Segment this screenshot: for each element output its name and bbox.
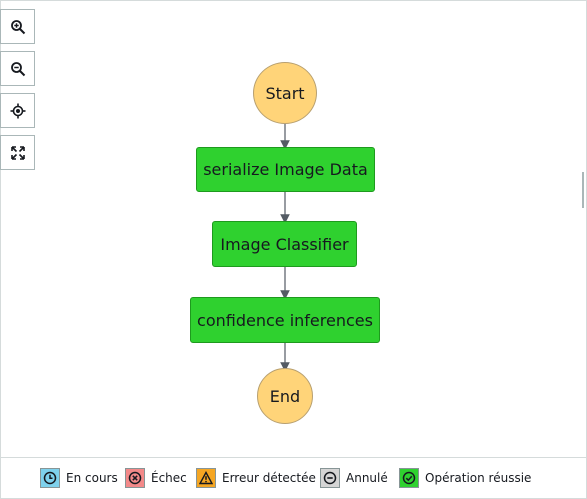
legend-swatch: [40, 468, 60, 488]
legend-item-cancelled: Annulé: [320, 466, 388, 490]
state-confidence-inferences[interactable]: confidence inferences: [190, 297, 380, 343]
legend-label: Échec: [151, 471, 187, 485]
legend-swatch: [399, 468, 419, 488]
state-image-classifier[interactable]: Image Classifier: [212, 221, 357, 267]
legend-swatch: [320, 468, 340, 488]
legend-item-in-progress: En cours: [40, 466, 118, 490]
zoom-in-icon: [10, 19, 25, 34]
panel-resize-handle[interactable]: [582, 172, 584, 208]
fit-graph-button[interactable]: [0, 135, 35, 170]
legend-swatch: [196, 468, 216, 488]
graph-edges: [280, 124, 290, 372]
legend-swatch: [125, 468, 145, 488]
clock-icon: [43, 471, 57, 485]
crosshair-icon: [10, 103, 25, 118]
legend-item-caught-error: Erreur détectée: [196, 466, 316, 490]
legend-label: Erreur détectée: [222, 471, 316, 485]
center-graph-button[interactable]: [0, 93, 35, 128]
zoom-out-button[interactable]: [0, 51, 35, 86]
zoom-out-icon: [10, 61, 25, 76]
start-node[interactable]: Start: [253, 62, 317, 124]
circle-minus-icon: [323, 471, 337, 485]
legend-item-failed: Échec: [125, 466, 187, 490]
legend-item-succeeded: Opération réussie: [399, 466, 531, 490]
circle-x-icon: [128, 471, 142, 485]
legend-label: En cours: [66, 471, 118, 485]
legend-label: Annulé: [346, 471, 388, 485]
status-legend: En cours Échec Erreur détectée Annu: [0, 457, 587, 499]
expand-icon: [10, 145, 25, 160]
circle-check-icon: [402, 471, 416, 485]
end-node[interactable]: End: [257, 368, 313, 424]
warning-icon: [199, 471, 213, 485]
zoom-in-button[interactable]: [0, 9, 35, 44]
legend-label: Opération réussie: [425, 471, 532, 485]
state-serialize-image-data[interactable]: serialize Image Data: [196, 147, 375, 192]
